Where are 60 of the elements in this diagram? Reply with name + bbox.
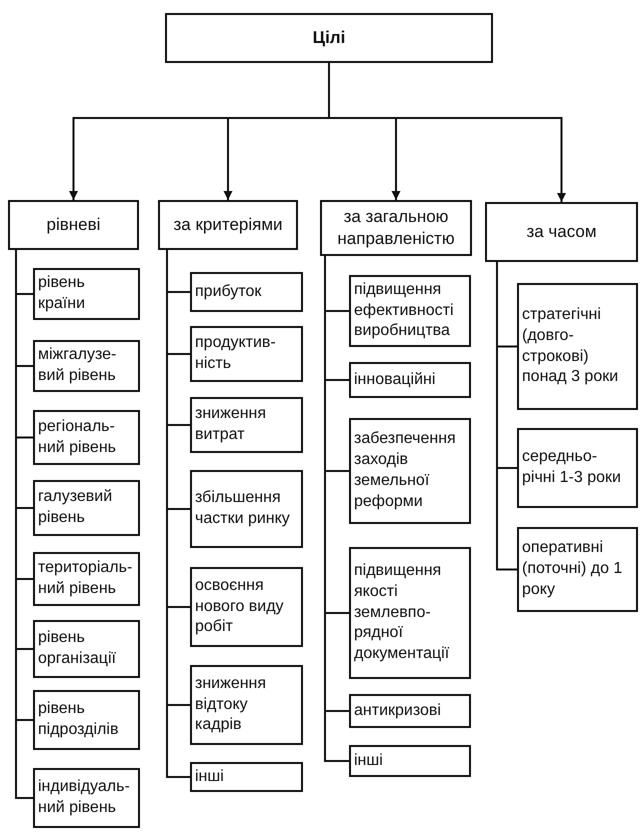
goal-box <box>33 552 140 606</box>
box-label: прибуток <box>195 282 262 302</box>
arrow <box>328 63 566 202</box>
box-label: індивідуаль- ний рівень <box>38 777 131 818</box>
box-label: рівень підрозділів <box>38 699 120 740</box>
box-label: антикризові <box>354 700 441 721</box>
goal-box <box>517 428 638 508</box>
goal-box <box>190 762 303 792</box>
box-label: забезпечення заходів земельної реформи <box>354 429 457 512</box>
goal-box <box>349 362 471 398</box>
goal-box <box>517 527 638 612</box>
goal-box <box>190 326 303 382</box>
box-label: за критеріями <box>173 214 283 236</box>
goal-box <box>190 665 303 745</box>
goal-box <box>33 690 140 750</box>
box-label: міжгалузе- вий рівень <box>38 345 118 386</box>
goal-box <box>33 340 140 392</box>
goal-box <box>190 567 303 647</box>
category-box <box>320 200 472 256</box>
category-box <box>8 200 139 250</box>
category-box <box>158 200 298 250</box>
box-label: за загальною направленістю <box>336 206 456 250</box>
goal-box <box>349 547 471 679</box>
box-label: продуктив- ність <box>195 333 277 374</box>
box-label: галузевий рівень <box>38 487 114 528</box>
box-label: стратегічні (довго- строкові) понад 3 роки <box>522 304 620 388</box>
goal-box <box>517 283 638 410</box>
box-label: рівень організації <box>38 628 117 669</box>
goal-box <box>349 745 471 777</box>
box-label: зниження відтоку кадрів <box>195 674 268 736</box>
box-label: рівень країни <box>38 273 86 314</box>
goal-box <box>190 470 303 548</box>
box-label: інші <box>195 766 224 787</box>
box-label: середньо- річні 1-3 роки <box>522 447 622 488</box>
goal-box <box>190 272 303 312</box>
box-label: за часом <box>526 220 597 243</box>
box-label: підвищення якості землевпо- рядної документації <box>354 561 450 664</box>
goal-box <box>349 418 471 524</box>
goal-box <box>33 480 140 536</box>
box-label: зниження витрат <box>195 404 268 445</box>
goal-box <box>349 694 471 728</box>
box-label: підвищення ефективності виробництва <box>354 280 455 342</box>
goal-box <box>33 268 140 320</box>
goal-box <box>33 768 140 828</box>
box-label: інноваційні <box>354 370 436 390</box>
box-label: інші <box>354 750 383 771</box>
box-label: збільшення частки ринку <box>195 488 291 529</box>
box-label: регіональ- ний рівень <box>38 416 117 458</box>
goal-box <box>349 275 471 347</box>
box-label: освоєння нового виду робіт <box>195 576 285 638</box>
goal-box <box>190 397 303 453</box>
connector-line <box>496 262 517 570</box>
category-box <box>485 202 638 262</box>
box-label: рівневі <box>46 214 100 236</box>
goal-box <box>33 620 140 678</box>
root-box <box>165 13 493 63</box>
goal-box <box>33 410 140 465</box>
box-label: Цілі <box>312 26 346 49</box>
box-label: територіаль- ний рівень <box>38 558 134 599</box>
box-label: оперативні (поточні) до 1 року <box>522 538 624 600</box>
